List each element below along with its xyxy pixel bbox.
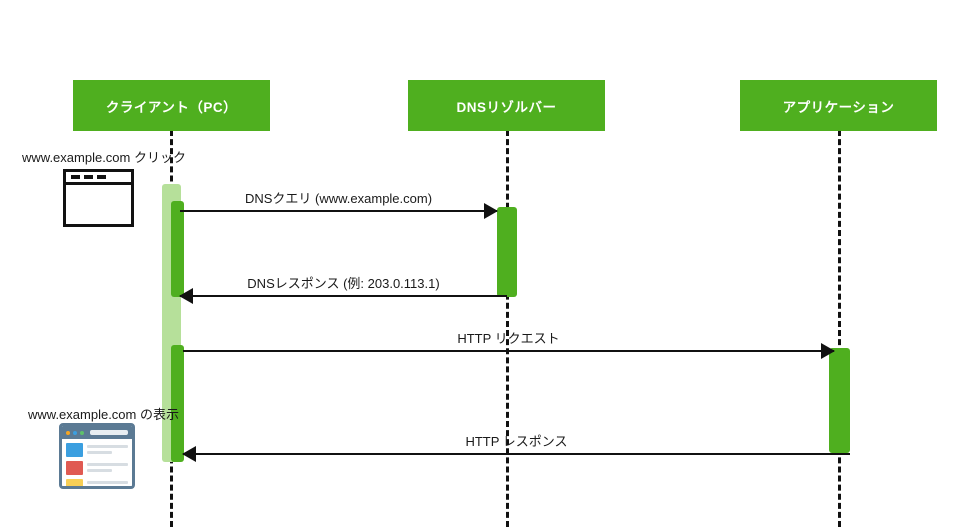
lifeline-app — [838, 130, 841, 527]
browser-mock-body — [62, 439, 132, 489]
activation-resolver — [497, 207, 517, 297]
arrowhead-left-icon — [182, 446, 196, 462]
browser-mock-dot-green — [80, 430, 84, 435]
annotation-click-label: www.example.com クリック — [22, 150, 186, 165]
browser-mock-row — [66, 479, 128, 489]
arrowhead-left-icon — [179, 288, 193, 304]
message-dns-query-line — [180, 210, 497, 212]
message-http-request: HTTP リクエスト — [183, 331, 835, 362]
message-http-response-line — [183, 453, 850, 455]
browser-plain-titlebar — [66, 172, 131, 185]
activation-client-dns — [171, 201, 184, 297]
browser-mock-line — [87, 445, 128, 448]
browser-mock-thumb-red — [66, 461, 83, 475]
message-dns-query: DNSクエリ (www.example.com) — [180, 191, 498, 222]
activation-app — [829, 348, 850, 453]
browser-mock-dot-orange — [66, 430, 70, 435]
browser-mock-row — [66, 461, 128, 475]
browser-plain-dot — [97, 175, 106, 179]
browser-mock-line — [87, 463, 128, 466]
browser-mock-line — [87, 481, 128, 484]
participant-client[interactable]: クライアント（PC） — [73, 80, 270, 131]
browser-window-rendered-icon — [59, 423, 135, 489]
browser-mock-line — [87, 469, 113, 472]
message-dns-response: DNSレスポンス (例: 203.0.113.1) — [179, 276, 507, 307]
participant-resolver-label: DNSリゾルバー — [456, 99, 557, 115]
message-dns-response-label: DNSレスポンス (例: 203.0.113.1) — [247, 276, 440, 291]
participant-app[interactable]: アプリケーション — [740, 80, 937, 131]
browser-mock-titlebar — [62, 426, 132, 439]
browser-mock-row — [66, 443, 128, 457]
message-dns-query-label: DNSクエリ (www.example.com) — [244, 191, 433, 206]
message-http-response-label: HTTP レスポンス — [465, 434, 568, 449]
browser-window-plain-icon — [63, 169, 134, 227]
arrowhead-right-icon — [821, 343, 835, 359]
participant-app-label: アプリケーション — [782, 99, 895, 115]
browser-mock-line — [87, 487, 112, 489]
message-http-response: HTTP レスポンス — [182, 434, 850, 465]
message-http-request-label: HTTP リクエスト — [457, 331, 560, 346]
arrowhead-right-icon — [484, 203, 498, 219]
browser-mock-url-bar — [90, 430, 128, 435]
activation-client-http — [171, 345, 184, 462]
browser-mock-thumb-blue — [66, 443, 83, 457]
participant-resolver[interactable]: DNSリゾルバー — [408, 80, 605, 131]
message-dns-response-line — [180, 295, 507, 297]
participant-client-label: クライアント（PC） — [105, 99, 238, 115]
message-http-request-line — [183, 350, 834, 352]
browser-mock-dot-blue — [73, 430, 77, 435]
annotation-render-label: www.example.com の表示 — [28, 407, 179, 422]
browser-plain-dot — [71, 175, 80, 179]
browser-plain-dot — [84, 175, 93, 179]
browser-mock-lines — [87, 443, 128, 454]
lifeline-resolver — [506, 130, 509, 527]
browser-mock-line — [87, 451, 113, 454]
browser-mock-lines — [87, 479, 128, 489]
browser-mock-thumb-yellow — [66, 479, 83, 486]
browser-mock-lines — [87, 461, 128, 472]
